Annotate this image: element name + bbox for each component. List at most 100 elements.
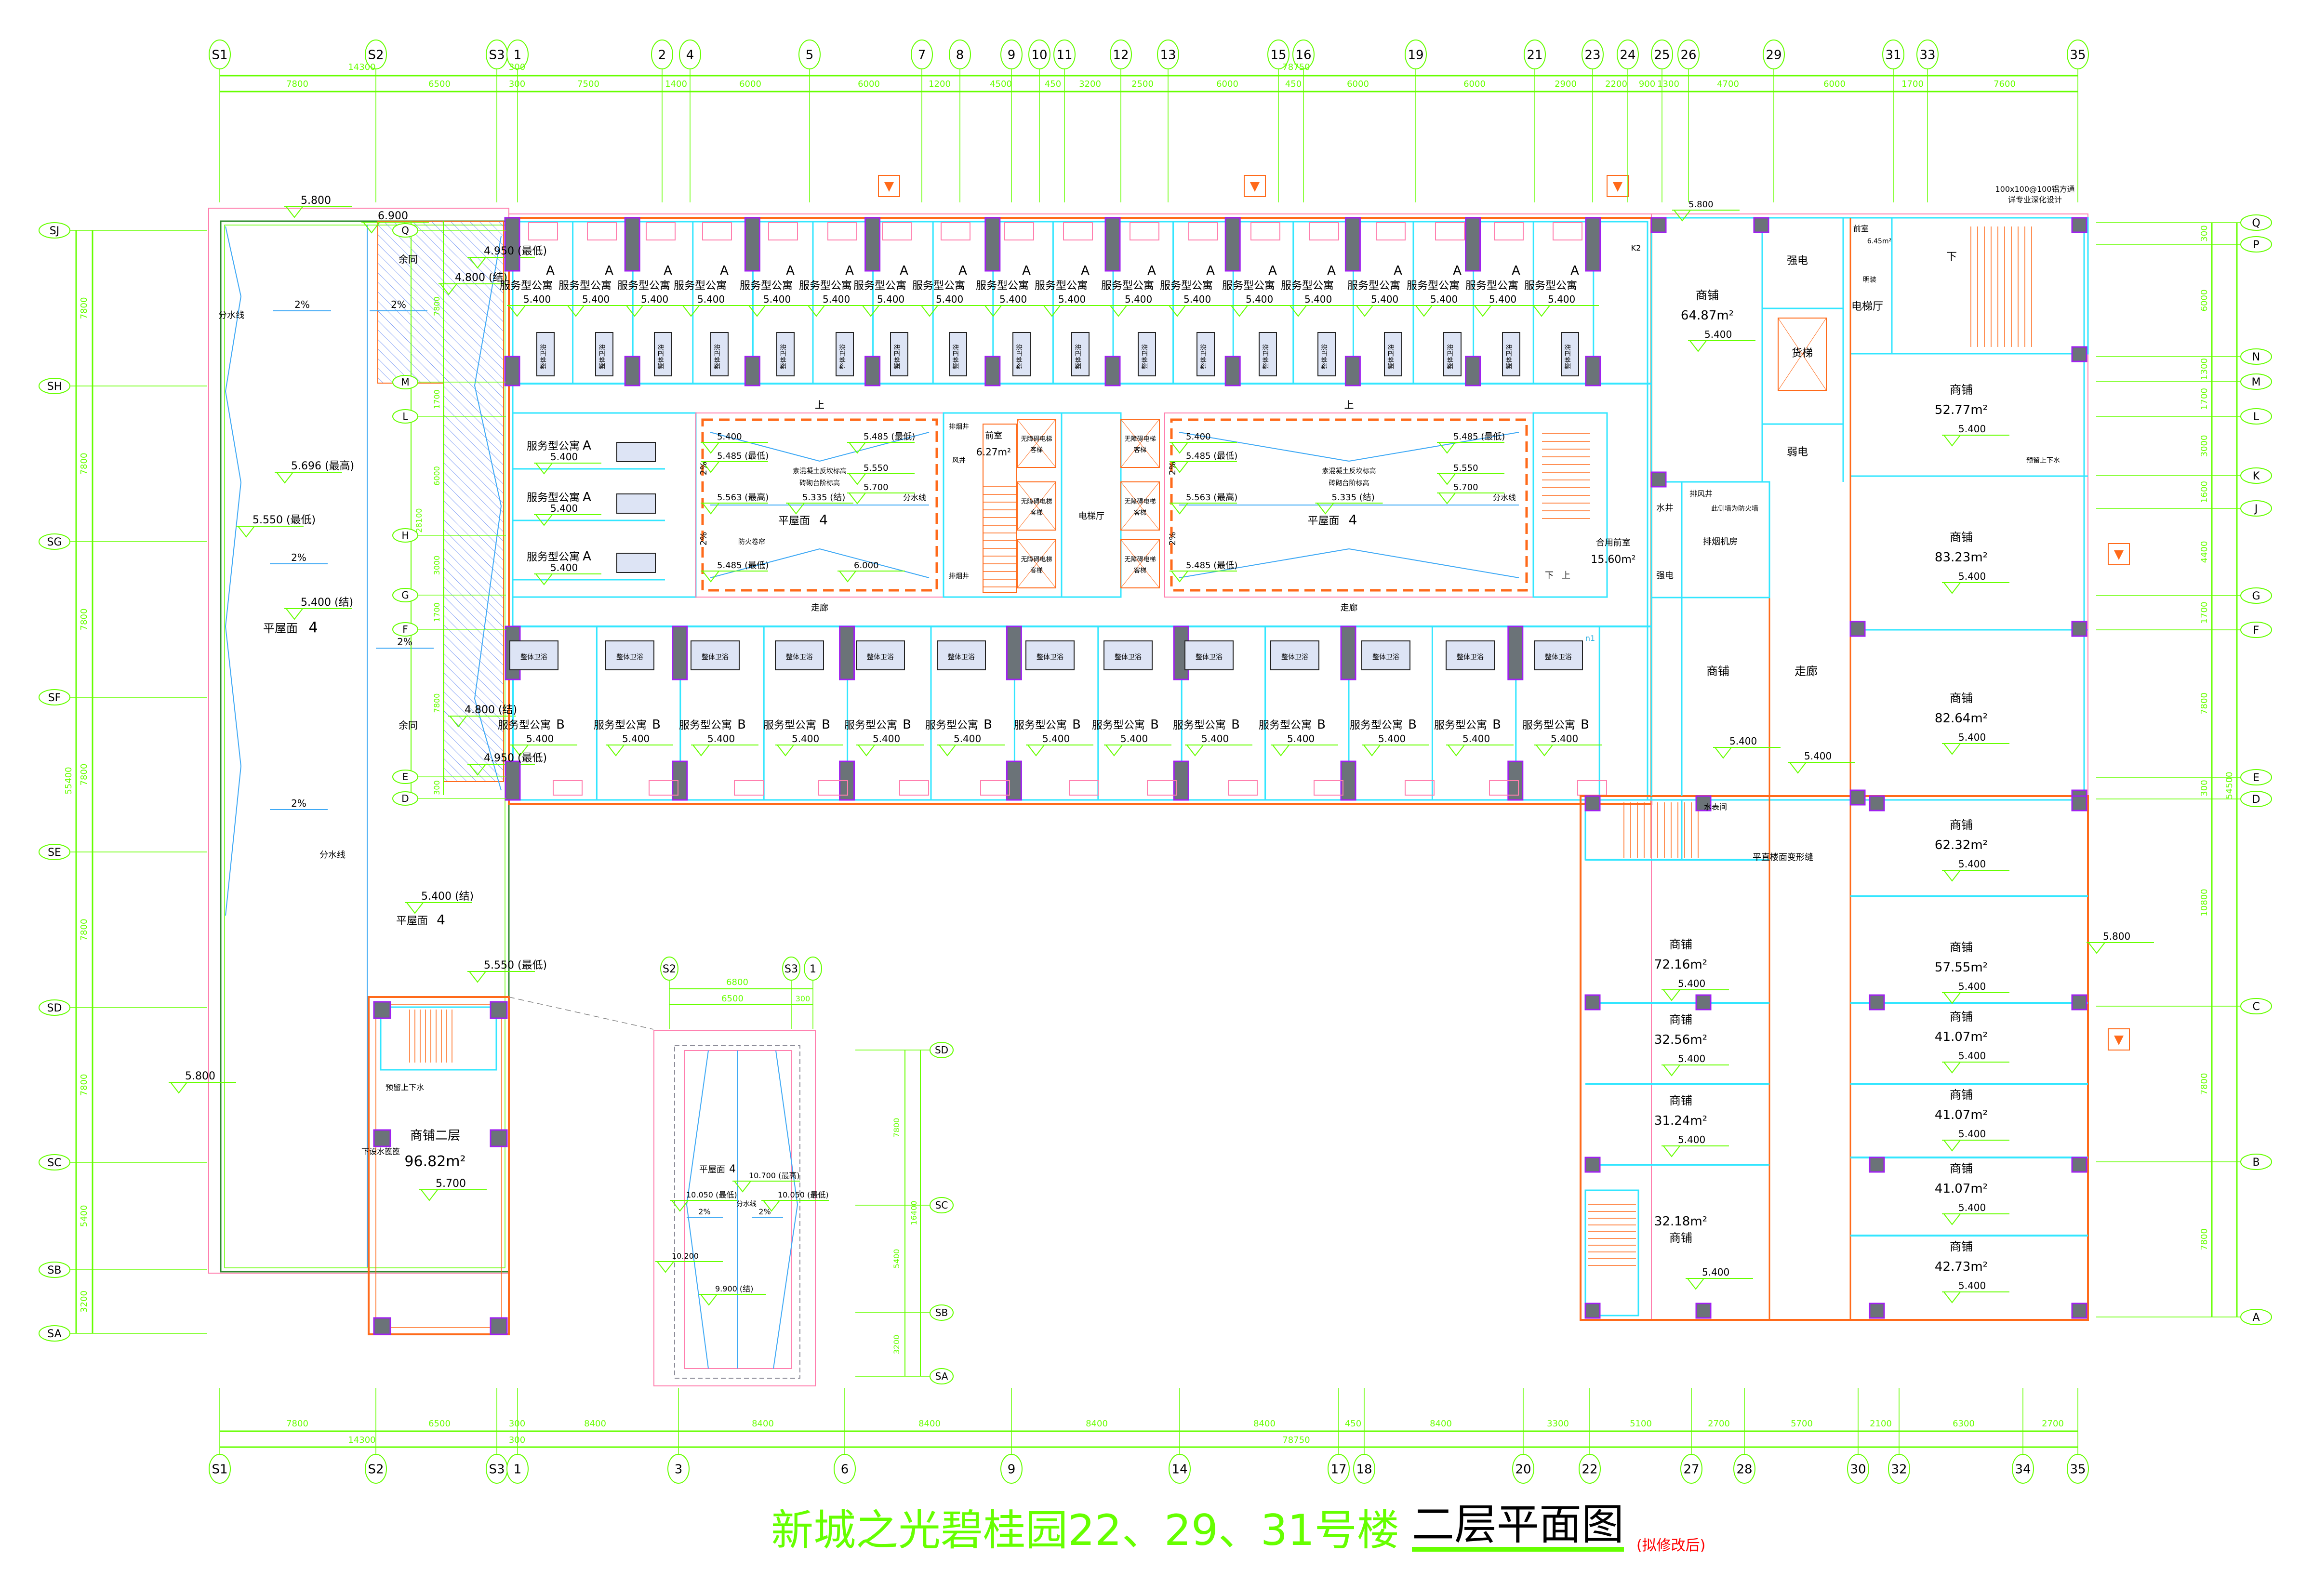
axis-label-top: S3: [489, 48, 505, 62]
axis-bubble-icon: [392, 528, 418, 543]
roof-ridge-line: [474, 236, 502, 791]
roof-elevation: 5.800: [2103, 931, 2130, 942]
dimension-value: 450: [1045, 79, 1061, 89]
axis-bubble-icon: [1405, 40, 1427, 69]
roof-slope-line: [710, 548, 930, 578]
axis-label-bottom: 6: [841, 1462, 849, 1476]
axis-bubble-icon: [1680, 1454, 1702, 1484]
dimension-value: 1700: [432, 602, 441, 622]
axis-bubble-icon: [1888, 1454, 1910, 1484]
apartment-a-elevation: 5.400: [877, 293, 904, 305]
apartment-a-name: 服务型公寓: [1160, 280, 1213, 292]
apartment-b-elevation: 5.400: [1378, 733, 1406, 745]
roof-label: 平屋面: [396, 915, 428, 927]
column: [1695, 795, 1712, 811]
dimension-value: 2500: [1131, 79, 1154, 89]
roof-elevation: 4.950 (最低): [484, 752, 547, 764]
stair-up-label: 上: [1344, 399, 1354, 411]
roof-elevation: 5.563 (最高): [1186, 492, 1237, 503]
ac-unit-icon: [1494, 222, 1524, 240]
apartment-b-name: 服务型公寓: [1014, 719, 1067, 732]
axis-label-top: 21: [1527, 48, 1542, 62]
dimension-value: 1600: [2199, 481, 2209, 503]
fire-exit-icon: [2108, 1028, 2130, 1051]
axis-bubble-icon: [2240, 769, 2272, 785]
apartment-b-elevation: 5.400: [873, 733, 900, 745]
shop-area: 64.87m²: [1681, 308, 1734, 323]
ac-unit-icon: [1489, 780, 1519, 796]
axis-bubble-icon: [2240, 214, 2272, 231]
elevation-marker-icon: [1447, 745, 1466, 757]
bath-pod: [595, 332, 613, 376]
dimension-value: 3200: [1079, 79, 1101, 89]
axis-bubble-icon: [1882, 40, 1904, 69]
apartment-a-type: A: [664, 264, 672, 278]
lift-label: 无障碍电梯: [1021, 498, 1052, 505]
shop-name: 商铺: [1950, 692, 1973, 705]
inset-slope-line: [773, 1050, 798, 1369]
ac-unit-icon: [702, 222, 732, 240]
roof-axis-label: D: [401, 793, 409, 804]
apartment-a-type: A: [605, 264, 613, 278]
column: [2071, 346, 2087, 362]
shop2-outline: [368, 996, 510, 1335]
elevation-marker-icon: [1662, 1145, 1681, 1157]
apartment-a-name: 服务型公寓: [1101, 280, 1154, 292]
ac-unit-icon: [1309, 222, 1339, 240]
bath-pod: [616, 442, 656, 462]
elevation-marker-icon: [1355, 305, 1374, 317]
dimension-value: 5700: [1791, 1419, 1813, 1429]
bath-label: 整体卫浴: [1372, 653, 1399, 661]
axis-bubble-icon: [39, 1154, 70, 1170]
apartment-a-elevation: 5.400: [1548, 293, 1575, 305]
service-room-label: 强电: [1787, 255, 1808, 267]
bath-label: 整体卫浴: [1506, 344, 1513, 369]
bath-label: 整体卫浴: [520, 653, 547, 661]
bath-pod: [1071, 332, 1090, 376]
axis-bubble-icon: [804, 957, 822, 981]
axis-bubble-icon: [2067, 40, 2089, 69]
dimension-value: 5400: [79, 1205, 89, 1227]
shop-elevation: 5.400: [1958, 981, 1986, 992]
axis-label-left: SJ: [50, 225, 59, 237]
bath-label: 整体卫浴: [1263, 344, 1270, 369]
axis-bubble-icon: [930, 1197, 954, 1213]
shop-elevation: 5.400: [1958, 1128, 1986, 1140]
apartment-b-name: 服务型公寓: [1350, 719, 1403, 732]
column: [504, 356, 520, 386]
dimension-value: 3300: [1547, 1419, 1569, 1429]
column: [373, 1317, 391, 1335]
axis-label-left: SH: [47, 381, 62, 393]
shop-elevation: 5.400: [1958, 1050, 1986, 1062]
dimension-value: 7800: [79, 919, 89, 941]
axis-bubble-icon: [2240, 467, 2272, 484]
elevation-marker-icon: [1316, 503, 1335, 515]
axis-label-top: 15: [1270, 48, 1286, 62]
roof-elevation: 5.563 (最高): [717, 492, 769, 503]
revision-note: (拟修改后): [1636, 1537, 1706, 1554]
elevation-marker-icon: [984, 305, 1003, 317]
axis-label-right: P: [2253, 239, 2259, 251]
axis-label-top: 11: [1056, 48, 1072, 62]
axis-bubble-icon: [392, 791, 418, 806]
dimension-value: 7800: [892, 1118, 901, 1138]
roof-slope-line: [1179, 548, 1519, 578]
ac-unit-icon: [528, 222, 558, 240]
roof-note: 防火卷帘: [738, 538, 765, 546]
elevation-marker-icon: [1104, 745, 1124, 757]
roof-axis-label: E: [402, 771, 409, 783]
apartment-a-name: 服务型公寓: [740, 280, 793, 292]
surface-mount-label: 明装: [1863, 276, 1876, 284]
axis-bubble-icon: [1733, 1454, 1755, 1484]
column: [490, 1001, 508, 1019]
bath-pod: [836, 332, 854, 376]
shop-block-south: [1580, 795, 2089, 1321]
axis-bubble-icon: [1617, 40, 1639, 69]
apartment-b-elevation: 5.400: [1201, 733, 1229, 745]
elevation-marker-icon: [1942, 582, 1962, 594]
elevation-marker-icon: [1688, 340, 1708, 352]
elevation-marker-icon: [920, 305, 939, 317]
shop-name: 商铺: [1950, 818, 1973, 832]
apartment-a-elevation: 5.400: [641, 293, 668, 305]
roof-slope: 2%: [397, 636, 412, 648]
